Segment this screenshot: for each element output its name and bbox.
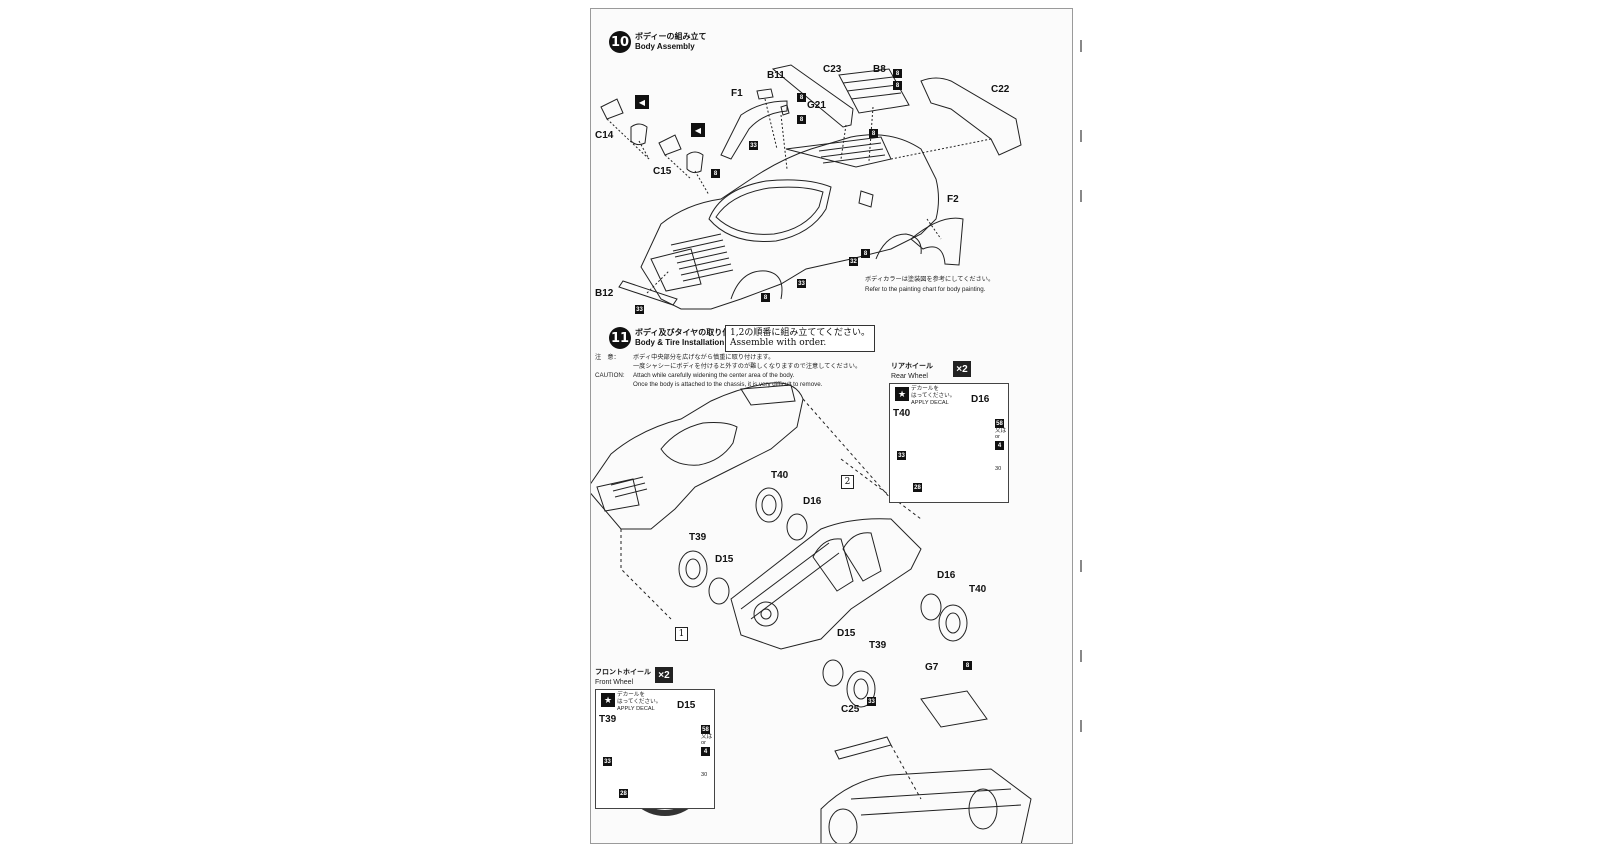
paint-code-tag: 33 [797,279,806,288]
rear-decal-en: APPLY DECAL [911,400,949,406]
rear-wheel-title-jp: リアホイール [891,362,933,370]
step-ref-1: 1 [675,627,688,641]
front-part-d15: D15 [677,700,696,711]
instruction-sheet: 10 ボディーの組み立て Body Assembly [590,8,1073,844]
part-label-g21: G21 [807,100,826,111]
paint-code-tag: 58 [701,725,710,734]
caution-jp-line-2: 一度シャシーにボディを付けると外すのが難しくなりますので注意してください。 [633,363,862,370]
assembly-order-box: 1,2の順番に組み立ててください。 Assemble with order. [725,325,876,352]
paint-code-tag: 8 [963,661,972,670]
paint-code-tag: 8 [797,93,806,102]
part-label-b8: B8 [873,64,886,75]
rear-wheel-title-en: Rear Wheel [891,373,928,380]
step-ref-2: 2 [841,475,854,489]
step-10-title-en: Body Assembly [635,42,695,51]
paint-code-tag: 33 [749,141,758,150]
part-label-t39: T39 [689,532,707,543]
step-11-title-en: Body & Tire Installation [635,338,725,347]
part-label-f2: F2 [947,194,959,205]
part-label-g7: G7 [925,662,939,673]
rear-part-d16: D16 [971,394,990,405]
part-label-c25: C25 [841,704,860,715]
part-label-t40: T40 [771,470,789,481]
rear-decal-jp-2: はってください。 [911,393,956,399]
front-wheel-title-jp: フロントホイール [595,668,651,676]
front-wheel-title-en: Front Wheel [595,679,634,686]
part-label-t39-lower: T39 [869,640,887,651]
painting-note-en: Refer to the painting chart for body pai… [865,286,986,293]
caution-en-line-1: Attach while carefully widening the cent… [633,372,795,379]
painting-note-jp: ボディカラーは塗装図を参考にしてください。 [865,276,995,283]
paint-or-jp: 又は [701,734,713,740]
rear-wheel-detail-box [889,383,1009,503]
paint-code-tag: 4 [701,747,710,756]
paint-code-tag: 28 [913,483,922,492]
paint-code-tag: 33 [635,305,644,314]
step-11-title-jp: ボディ及びタイヤの取り付け [635,328,739,337]
caution-jp-line-1: ボディ中央部分を広げながら慎重に取り付けます。 [633,354,775,361]
paint-code-tag: 4 [995,441,1004,450]
paint-code-tag: 58 [995,419,1004,428]
front-decal-jp-1: デカールを [617,692,645,698]
flip-arrow-icon: ◀ [635,95,649,109]
part-label-d15-lower: D15 [837,628,856,639]
paint-code-text: 30 [995,466,1002,472]
page-edge-marks [1080,20,1090,840]
paint-code-tag: 33 [897,451,906,460]
part-label-d16: D16 [803,496,822,507]
step-11-number: 11 [609,327,631,349]
paint-code-tag: 32 [849,257,858,266]
part-label-c23: C23 [823,64,842,75]
part-label-d15: D15 [715,554,734,565]
paint-or-jp: 又は [995,428,1007,434]
paint-code-tag: 8 [797,115,806,124]
front-wheel-multiplier: ×2 [655,667,673,683]
paint-code-tag: 8 [893,81,902,90]
paint-code-tag: 8 [861,249,870,258]
part-label-f1: F1 [731,88,743,99]
caution-label-en: CAUTION: [595,372,625,379]
assembly-order-en: Assemble with order. [730,338,827,349]
paint-code-tag: 8 [711,169,720,178]
part-label-c14: C14 [595,130,614,141]
step-10-number: 10 [609,31,631,53]
paint-code-tag: 33 [867,697,876,706]
part-label-b11: B11 [767,70,785,81]
step-10-title-jp: ボディーの組み立て [635,32,707,41]
front-wheel-detail-box [595,689,715,809]
front-decal-en: APPLY DECAL [617,706,655,712]
paint-code-text: 30 [701,772,708,778]
paint-or-en: or [701,740,706,746]
front-decal-jp-2: はってください。 [617,699,662,705]
star-decal-icon: ★ [601,693,615,707]
paint-code-tag: 28 [619,789,628,798]
rear-decal-jp-1: デカールを [911,386,939,392]
paint-code-tag: 8 [893,69,902,78]
paint-or-en: or [995,434,1000,440]
flip-arrow-icon: ◀ [691,123,705,137]
caution-en-line-2: Once the body is attached to the chassis… [633,381,823,388]
rear-wheel-multiplier: ×2 [953,361,971,377]
star-decal-icon: ★ [895,387,909,401]
paint-code-tag: 33 [603,757,612,766]
paint-code-tag: 8 [869,129,878,138]
part-label-t40-right: T40 [969,584,987,595]
part-label-c15: C15 [653,166,672,177]
rear-part-t40: T40 [893,408,911,419]
caution-label-jp: 注 意： [595,354,620,361]
part-label-d16-right: D16 [937,570,956,581]
part-label-c22: C22 [991,84,1010,95]
front-part-t39: T39 [599,714,617,725]
paint-code-tag: 8 [761,293,770,302]
assembly-order-jp: 1,2の順番に組み立ててください。 [730,328,871,338]
part-label-b12: B12 [595,288,614,299]
